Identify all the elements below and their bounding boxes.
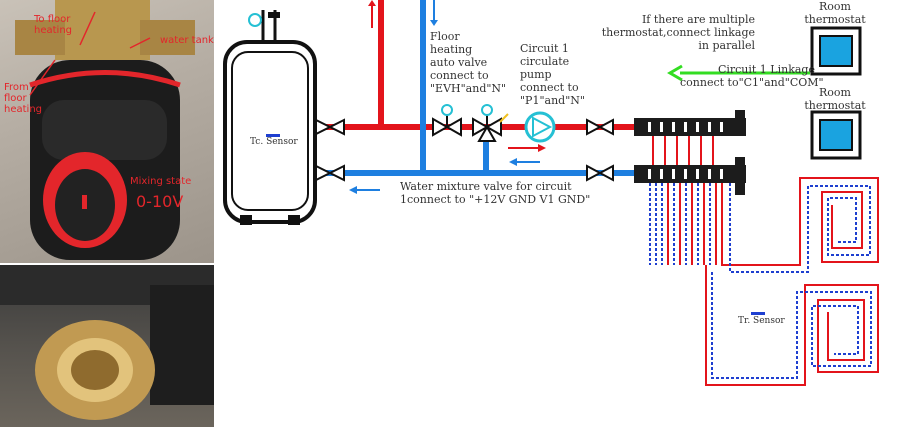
ball-valves <box>315 118 614 182</box>
room-thermostat-2-label: Room thermostat <box>804 86 866 112</box>
flow-arrows <box>349 0 546 194</box>
water-tank-label: water tank <box>160 35 214 46</box>
floor-heating-valve-note: Floor heating auto valve connect to "EVH… <box>430 30 507 95</box>
brass-valve-illustration <box>0 265 214 420</box>
to-floor-heating-label: To floor heating <box>34 14 73 36</box>
water-tank <box>223 10 317 225</box>
linkage-note: Circuit 1 Linkage connect to"C1"and"COM" <box>680 63 824 89</box>
linkage-arrow <box>667 64 810 82</box>
voltage-range-label: 0-10V <box>136 192 184 211</box>
circulation-pump <box>524 111 556 143</box>
room-thermostat-1 <box>810 26 862 76</box>
product-photos: To floor heating water tank From floor h… <box>0 0 214 427</box>
valve-body-photo <box>0 265 214 427</box>
tr-sensor-icon <box>751 312 765 315</box>
floor-heating-loops <box>705 177 879 386</box>
from-floor-heating-label: From floor heating <box>4 82 43 115</box>
mixing-valve <box>472 104 509 142</box>
actuator-photo: To floor heating water tank From floor h… <box>0 0 214 263</box>
manifold-loops <box>649 183 717 265</box>
actuator-illustration <box>15 0 195 260</box>
mixing-state-label: Mixing state <box>130 176 192 187</box>
tr-sensor-label: Tr. Sensor <box>738 316 785 326</box>
tc-sensor-icon <box>266 134 280 137</box>
mixture-valve-note: Water mixture valve for circuit 1connect… <box>400 180 591 206</box>
circuit-pump-note: Circuit 1 circulate pump connect to "P1"… <box>520 42 585 107</box>
room-thermostat-1-label: Room thermostat <box>804 0 866 26</box>
heating-diagram <box>223 0 879 386</box>
manifold <box>634 110 746 195</box>
tc-sensor-label: Tc. Sensor <box>250 137 298 147</box>
multiple-thermostat-note: If there are multiple thermostat,connect… <box>601 13 755 52</box>
cold-return-pipes <box>315 0 645 176</box>
room-thermostat-2 <box>810 110 862 160</box>
floor-heating-auto-valve <box>432 104 462 137</box>
